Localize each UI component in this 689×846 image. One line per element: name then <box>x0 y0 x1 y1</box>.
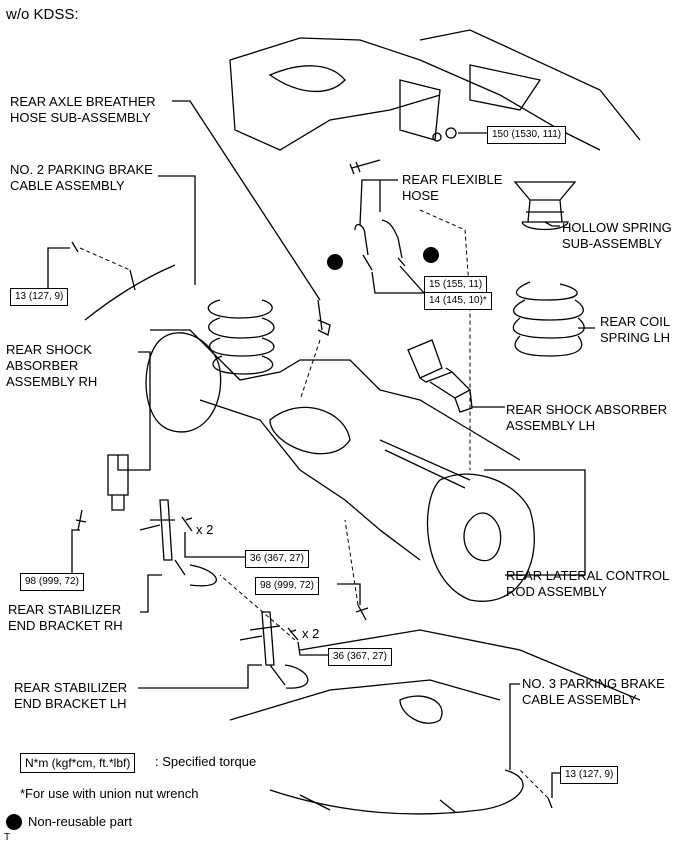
shock-rh <box>107 454 129 511</box>
torque-98-a: 98 (999, 72) <box>20 573 84 591</box>
torque-36-a: 36 (367, 27) <box>245 550 309 568</box>
label-stabilizer-rh: REAR STABILIZER END BRACKET RH <box>8 602 123 633</box>
footer-mark: T <box>4 832 11 843</box>
bolt-36a <box>181 516 193 532</box>
leader-lateral <box>484 469 586 576</box>
label-flexible-hose: REAR FLEXIBLE HOSE <box>402 172 503 203</box>
leader-t13a <box>47 247 70 288</box>
torque-14: 14 (145, 10)* <box>424 292 492 310</box>
label-hollow-spring: HOLLOW SPRING SUB-ASSEMBLY <box>562 220 672 251</box>
leader-pb3 <box>509 683 520 770</box>
pb-cable-2 <box>84 264 176 321</box>
legend-dot <box>6 814 22 830</box>
coil-spring-rh <box>207 299 275 375</box>
bolt-13a <box>71 241 79 253</box>
leader-t13b <box>551 772 560 798</box>
bolt-36b <box>287 627 299 641</box>
label-x2-a: x 2 <box>196 522 214 537</box>
label-shock-lh: REAR SHOCK ABSORBER ASSEMBLY LH <box>506 402 668 433</box>
brake-rotor-rh <box>145 332 222 433</box>
leader-t36a <box>184 532 245 558</box>
label-pb-cable-2: NO. 2 PARKING BRAKE CABLE ASSEMBLY <box>10 162 153 193</box>
shock-lh <box>407 339 473 413</box>
leader-t98a <box>71 529 80 573</box>
leader-flex <box>359 179 398 226</box>
leader-t36b <box>297 641 328 656</box>
torque-98-b: 98 (999, 72) <box>255 577 319 595</box>
torque-13-a: 13 (127, 9) <box>10 288 69 306</box>
label-shock-rh: REAR SHOCK ABSORBER ASSEMBLY RH <box>6 342 98 389</box>
nonreusable-dot-1 <box>327 254 343 270</box>
torque-13-b: 13 (127, 9) <box>560 766 619 784</box>
brake-rotor-lh <box>426 473 535 602</box>
bolt-98b <box>355 604 369 621</box>
torque-150: 150 (1530, 111) <box>487 126 567 144</box>
page-title: w/o KDSS: <box>6 6 79 23</box>
breather-hose <box>317 299 331 336</box>
nonreusable-dot-2 <box>423 247 439 263</box>
flex-hose-left <box>354 223 373 271</box>
leader-stab-lh <box>138 664 262 689</box>
coil-spring-lh <box>512 281 585 357</box>
label-breather-hose: REAR AXLE BREATHER HOSE SUB-ASSEMBLY <box>10 94 156 125</box>
label-stabilizer-lh: REAR STABILIZER END BRACKET LH <box>14 680 128 711</box>
legend-note: *For use with union nut wrench <box>20 786 199 801</box>
legend-nonreusable: Non-reusable part <box>28 814 133 829</box>
bolt-98a <box>75 509 87 531</box>
label-x2-b: x 2 <box>302 626 320 641</box>
nut-150 <box>445 127 457 139</box>
lateral-rod <box>379 439 471 489</box>
leader-shock-rh <box>117 351 151 471</box>
torque-15: 15 (155, 11) <box>424 276 488 293</box>
frame-top <box>229 37 601 151</box>
leader-t15 <box>371 265 425 294</box>
leader-stab-rh <box>140 574 162 613</box>
label-coil-spring-lh: REAR COIL SPRING LH <box>600 314 671 345</box>
flex-hose-right <box>381 219 406 267</box>
label-lateral-rod: REAR LATERAL CONTROL ROD ASSEMBLY <box>506 568 670 599</box>
pb-cable-3 <box>269 769 524 815</box>
legend-torque-desc: : Specified torque <box>155 754 257 769</box>
legend-torque-box: N*m (kgf*cm, ft.*lbf) <box>20 753 136 773</box>
stab-rh-bracket <box>139 499 217 587</box>
leader-pb2 <box>158 175 196 285</box>
torque-36-b: 36 (367, 27) <box>328 648 392 666</box>
leader-hollow <box>544 221 560 227</box>
bolt-top <box>349 159 381 175</box>
frame-bottom <box>229 629 641 724</box>
leader-breather <box>172 100 321 301</box>
leader-t98b <box>337 583 361 605</box>
label-pb-cable-3: NO. 3 PARKING BRAKE CABLE ASSEMBLY <box>522 676 665 707</box>
bolt-13b <box>547 797 553 809</box>
stab-lh-bracket <box>239 611 309 689</box>
hollow-spring <box>513 181 577 231</box>
